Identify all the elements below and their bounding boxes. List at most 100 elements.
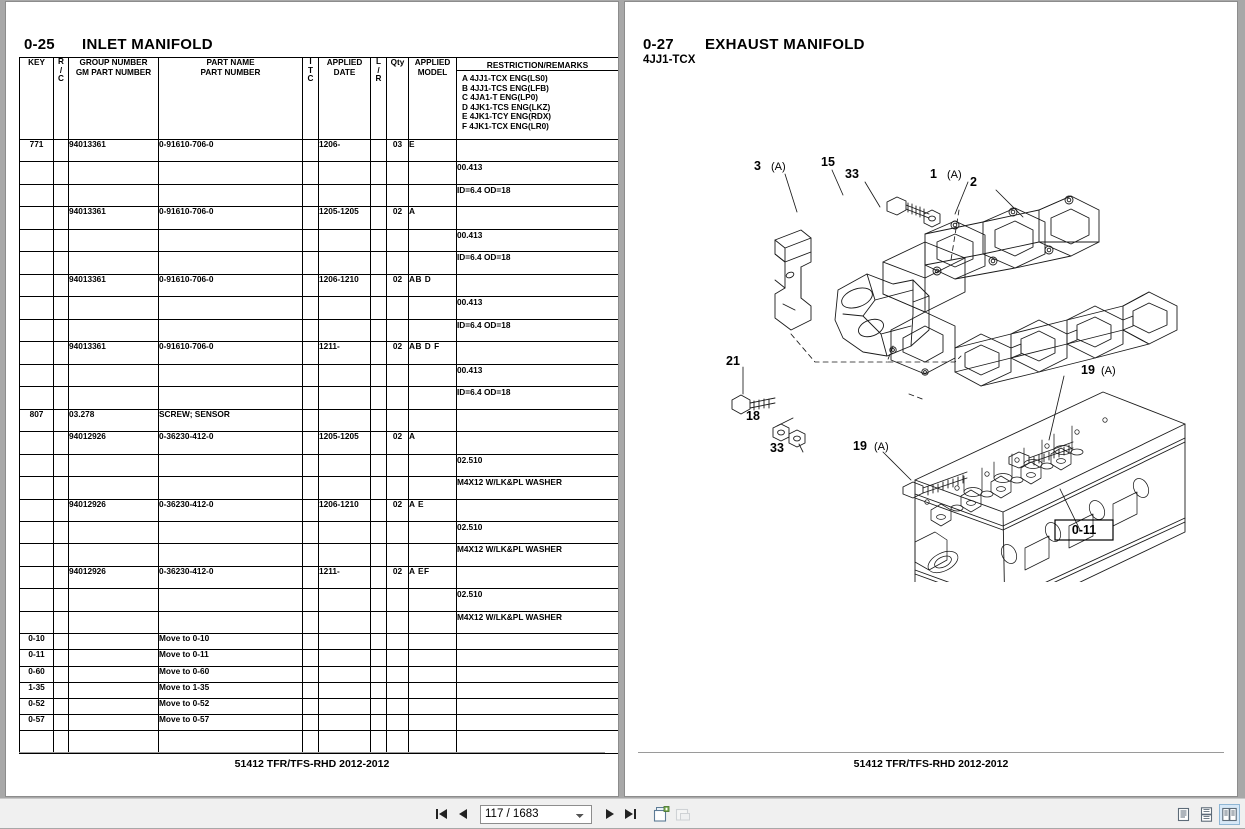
cell-qty [386,681,409,699]
cell-group: 94012926 [68,565,159,590]
table-row: M4X12 W/LK&PL WASHER [19,610,618,635]
cell-date [318,588,371,612]
cell-remarks [456,273,618,298]
cell-rc [53,138,69,163]
cell-key [19,318,54,343]
callout-19-left: 19 [853,439,867,453]
cell-model [408,296,457,320]
cell-rc [53,318,69,343]
cell-model [408,476,457,500]
cell-key [19,476,54,500]
page-number-select[interactable]: 117 / 1683 [480,804,592,824]
cell-date [318,697,371,716]
cell-key [19,431,54,455]
cell-qty [386,183,409,208]
remove-page-button[interactable] [672,803,694,825]
cell-part: SCREW; SENSOR [158,408,303,433]
cell-lr [370,206,387,230]
parts-table: KEY R / C GROUP NUMBER GM PART NUMBER PA… [19,57,618,754]
cell-qty [386,588,409,612]
cell-date [318,453,371,478]
cell-group: 94012926 [68,431,159,455]
previous-page-button[interactable] [452,803,474,825]
add-page-button[interactable] [650,803,672,825]
col-applied-model: APPLIED MODEL [408,57,457,140]
document-page-right[interactable]: 0-27 EXHAUST MANIFOLD 4JJ1-TCX [625,2,1237,796]
cell-model [408,610,457,635]
cell-group [68,228,159,253]
cell-qty [386,610,409,635]
cell-part [158,363,303,388]
remarks-title: RESTRICTION/REMARKS [457,58,618,72]
cell-rc [53,610,69,635]
col-restriction-remarks: RESTRICTION/REMARKS A 4JJ1-TCX ENG(LS0)B… [456,57,618,140]
reference-box-label[interactable]: 0-11 [1072,523,1096,537]
cell-rc [53,341,69,365]
table-row: M4X12 W/LK&PL WASHER [19,543,618,567]
cell-model [408,363,457,388]
cell-rc [53,431,69,455]
table-row: M4X12 W/LK&PL WASHER [19,476,618,500]
first-page-button[interactable] [430,803,452,825]
last-page-button[interactable] [620,803,642,825]
cell-qty [386,251,409,275]
cell-model [408,453,457,478]
cell-group [68,453,159,478]
cell-rc [53,161,69,185]
right-page-code: 0-27 [643,36,674,53]
table-row: 02.510 [19,453,618,478]
cell-group [68,386,159,410]
cell-lr [370,183,387,208]
cell-part [158,588,303,612]
callout-19-left-suffix: (A) [874,441,889,453]
cell-date [318,386,371,410]
cell-remarks: M4X12 W/LK&PL WASHER [456,610,618,635]
cell-qty [386,476,409,500]
cell-qty [386,453,409,478]
next-page-button[interactable] [598,803,620,825]
cell-group: 03.278 [68,408,159,433]
cell-group [68,697,159,716]
remarks-legend-item: F 4JK1-TCX ENG(LR0) [462,121,549,131]
cell-key [19,543,54,567]
cell-rc [53,520,69,545]
cell-itc [302,543,319,567]
pdf-viewer-canvas[interactable]: 0-25 INLET MANIFOLD KEY R / C [0,0,1245,798]
col-key: KEY [19,57,54,140]
cell-group: 94012926 [68,498,159,522]
document-page-left[interactable]: 0-25 INLET MANIFOLD KEY R / C [6,2,618,796]
cell-qty [386,665,409,683]
cell-key [19,520,54,545]
continuous-page-view-button[interactable] [1196,804,1217,825]
single-page-view-button[interactable] [1173,804,1194,825]
remarks-legend-item: B 4JJ1-TCS ENG(LFB) [462,83,549,93]
cell-itc [302,565,319,590]
col-lr: L / R [370,57,387,140]
cell-group [68,681,159,699]
viewer-toolbar: 117 / 1683 [0,798,1245,828]
col-part-name: PART NAME PART NUMBER [158,57,303,140]
cell-remarks [456,665,618,683]
cell-itc [302,665,319,683]
cell-lr [370,318,387,343]
cell-remarks: 00.413 [456,161,618,185]
cell-key [19,453,54,478]
cell-key: 0-57 [19,714,54,732]
cell-date [318,408,371,433]
exhaust-manifold-diagram: 0-11 15 33 1 3 2 21 19 18 33 19 (A) (A) [726,155,1186,582]
right-footer-rule [638,752,1224,753]
cell-part: Move to 0-52 [158,697,303,716]
cell-remarks [456,649,618,667]
cell-key: 0-11 [19,649,54,667]
cell-date [318,161,371,185]
cell-model [408,386,457,410]
two-page-view-button[interactable] [1219,803,1240,825]
cell-date [318,296,371,320]
left-footer-rule [19,752,605,753]
cell-remarks [456,431,618,455]
cell-itc [302,296,319,320]
cell-group [68,363,159,388]
